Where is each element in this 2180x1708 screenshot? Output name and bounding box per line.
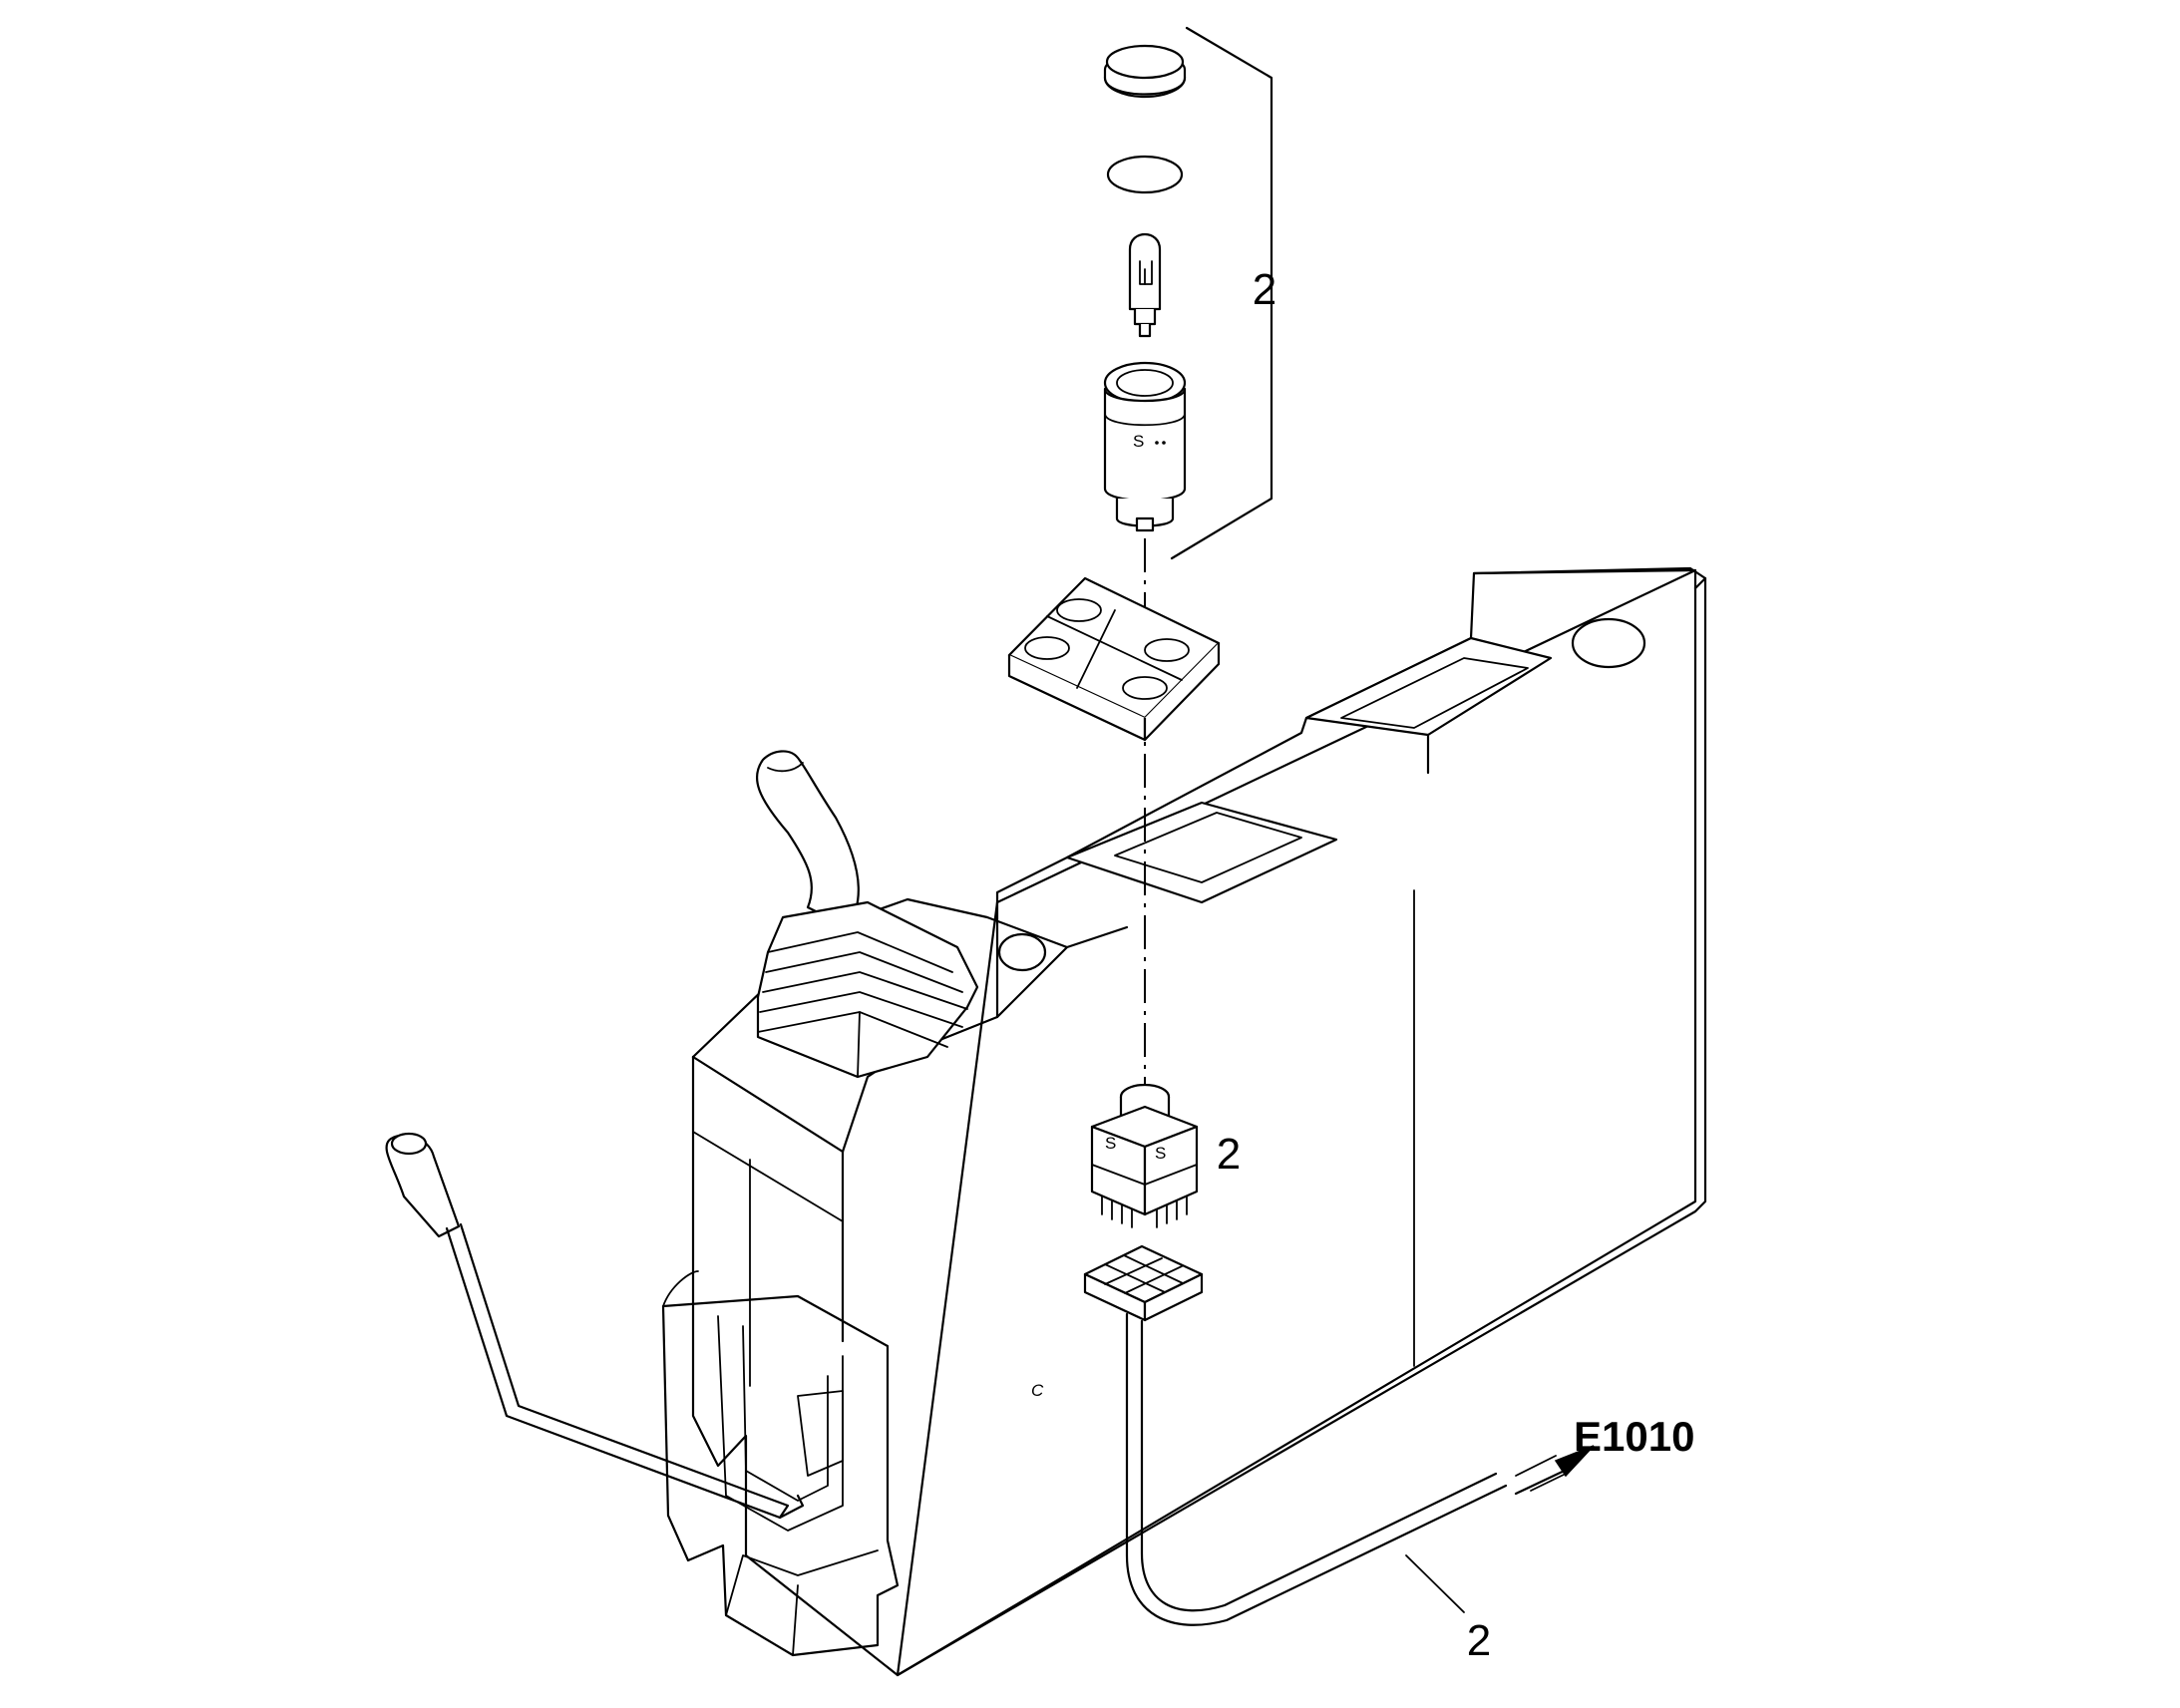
cap-part xyxy=(1103,44,1187,99)
callout-switch: 2 xyxy=(1217,1130,1241,1179)
lamp-socket: S xyxy=(1103,361,1187,532)
socket-mark: S xyxy=(1133,432,1144,451)
o-ring xyxy=(1106,155,1184,194)
mounting-plate xyxy=(1007,576,1221,742)
housing-mark: C xyxy=(1031,1381,1044,1400)
callout-bracket: 2 xyxy=(1253,265,1276,314)
joystick xyxy=(755,750,979,1079)
console-housing: C xyxy=(661,566,1707,1677)
connector-plug xyxy=(1083,1244,1204,1322)
wiring-cable xyxy=(1125,1312,1595,1626)
bulb xyxy=(1128,233,1162,338)
switch-mark-right: S xyxy=(1155,1144,1166,1163)
rocker-switch: S S xyxy=(1090,1083,1199,1228)
switch-mark-left: S xyxy=(1105,1134,1116,1153)
tower-round-hole xyxy=(997,932,1047,972)
top-round-cap xyxy=(1571,617,1646,669)
callout-cable: 2 xyxy=(1467,1616,1491,1665)
reference-e1010: E1010 xyxy=(1574,1413,1694,1460)
side-lever xyxy=(385,1132,805,1520)
bracket-line xyxy=(1170,26,1273,560)
